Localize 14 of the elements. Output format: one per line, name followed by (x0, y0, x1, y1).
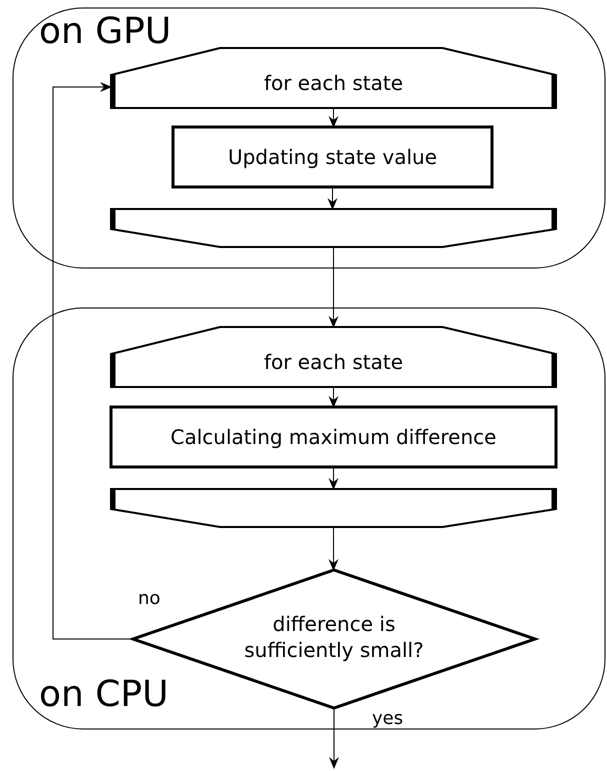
group-title: on GPU (39, 14, 172, 50)
arrow (328, 386, 338, 408)
arrow (328, 246, 338, 328)
arrow (328, 526, 338, 571)
node-text: for each state (264, 349, 404, 375)
node-text: for each state (264, 70, 404, 96)
node-text: Updating state value (228, 144, 438, 170)
arrow (328, 466, 338, 490)
arrow (328, 186, 338, 210)
node-text: Calculating maximum difference (170, 424, 496, 450)
arrow (329, 708, 339, 769)
node-text: difference is sufficiently small? (243, 611, 425, 663)
arrow (328, 108, 338, 128)
group-title: on CPU (39, 677, 168, 713)
